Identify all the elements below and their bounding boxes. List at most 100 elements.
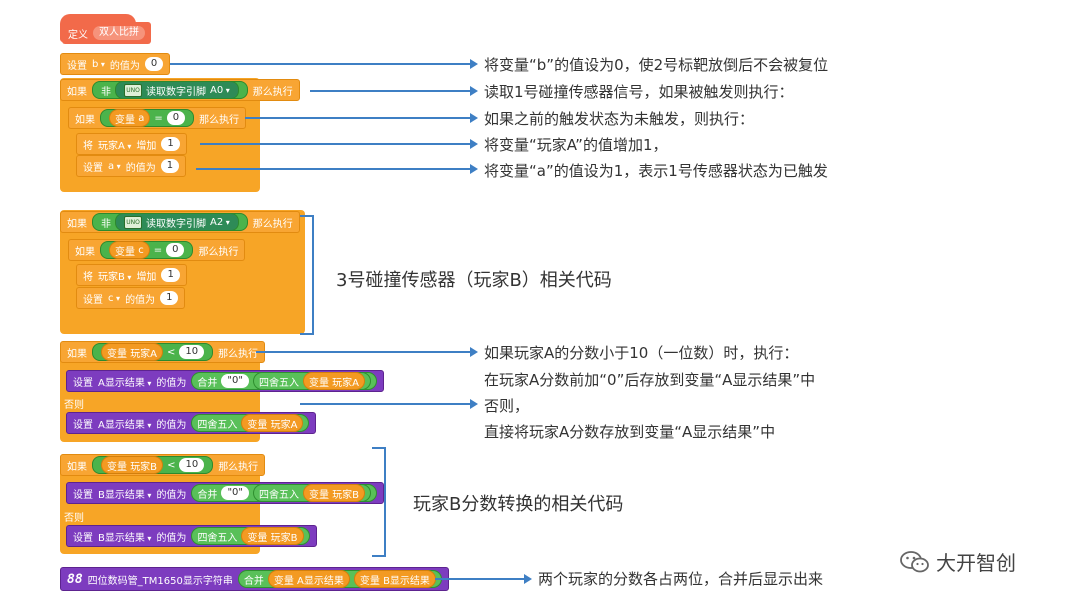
value-field[interactable]: 0 (166, 111, 186, 125)
set-disp-a1-block[interactable]: 设置 A显示结果 的值为 合并 "0" 四舍五入 变量 玩家A (66, 370, 384, 392)
brand-name: 大开智创 (936, 551, 1016, 575)
if3-block[interactable]: 如果 变量 玩家A < 10 那么执行 (60, 341, 266, 363)
not-label: 非 (101, 218, 111, 230)
compare-block[interactable]: 变量 c = 0 (100, 241, 194, 259)
display-block[interactable]: 88 四位数码管_TM1650显示字符串 合并 变量 A显示结果 变量 B显示结… (60, 567, 449, 591)
uno-board-icon: UNO (124, 83, 142, 97)
var-name: a (138, 112, 145, 124)
brand-logo: 大开智创 (900, 547, 1016, 576)
increase-label: 增加 (136, 271, 157, 283)
set-keyword: 设置 (83, 162, 103, 174)
pin-dropdown[interactable]: A0 (210, 85, 230, 96)
annotation-9: 否则， (484, 397, 530, 415)
var-dropdown[interactable]: a (108, 161, 121, 172)
if-keyword: 如果 (67, 461, 87, 473)
value-field[interactable]: 1 (161, 137, 180, 151)
merge-block[interactable]: 合并 变量 A显示结果 变量 B显示结果 (237, 570, 442, 588)
round-block[interactable]: 四舍五入 变量 玩家B (191, 527, 310, 545)
bracket-sensor-b (300, 215, 314, 335)
var-dropdown[interactable]: c (108, 293, 120, 304)
define-block[interactable]: 定义 双人比拼 (62, 22, 151, 44)
if1-block[interactable]: 如果 非 UNO 读取数字引脚 A0 那么执行 (60, 79, 300, 101)
set-disp-a2-block[interactable]: 设置 A显示结果 的值为 四舍五入 变量 玩家A (66, 412, 317, 434)
value-field[interactable]: 1 (160, 291, 179, 305)
arrow-5 (196, 164, 478, 174)
round-block[interactable]: 四舍五入 变量 玩家A (191, 414, 310, 432)
round-block[interactable]: 四舍五入 变量 玩家A (252, 372, 371, 390)
var-dropdown[interactable]: A显示结果 (98, 416, 151, 431)
round-label: 四舍五入 (197, 419, 238, 431)
arrow-1 (170, 59, 478, 69)
function-name[interactable]: 双人比拼 (93, 26, 145, 40)
var-pill[interactable]: 变量 玩家A (302, 372, 365, 390)
not-block[interactable]: 非 UNO 读取数字引脚 A2 (92, 213, 248, 231)
set-b-block[interactable]: 设置 b 的值为 0 (60, 53, 171, 75)
value-field[interactable]: 0 (166, 243, 185, 257)
var-pill[interactable]: 变量 玩家B (241, 527, 304, 545)
then-label: 那么执行 (199, 114, 240, 126)
var-c-pill[interactable]: 变量 c (109, 241, 150, 259)
var-dropdown[interactable]: A显示结果 (98, 374, 151, 389)
var-player-a-pill[interactable]: 变量 玩家A (101, 343, 164, 361)
value-label: 的值为 (125, 294, 156, 306)
set-a-block[interactable]: 设置 a 的值为 1 (76, 155, 187, 177)
var-pill[interactable]: 变量 玩家A (241, 414, 304, 432)
var-dropdown[interactable]: 玩家A (98, 137, 131, 152)
var-player-b-pill[interactable]: 变量 玩家B (101, 456, 164, 474)
var-keyword: 变量 (308, 377, 329, 389)
value-field[interactable]: 10 (179, 458, 205, 472)
merge-block[interactable]: 合并 "0" 四舍五入 变量 玩家B (191, 484, 378, 502)
set-c-block[interactable]: 设置 c 的值为 1 (76, 287, 186, 309)
round-block[interactable]: 四舍五入 变量 玩家B (253, 484, 372, 502)
if4-block[interactable]: 如果 变量 玩家B < 10 那么执行 (60, 454, 266, 476)
var-pill[interactable]: 变量 玩家B (303, 484, 366, 502)
then-label: 那么执行 (218, 348, 259, 360)
var-pill-a[interactable]: 变量 A显示结果 (267, 570, 350, 588)
var-dropdown[interactable]: 玩家B (98, 268, 131, 283)
string-field[interactable]: "0" (221, 486, 249, 500)
var-a-pill[interactable]: 变量 a (109, 109, 151, 127)
if-keyword: 如果 (67, 218, 87, 230)
value-field[interactable]: 10 (179, 345, 205, 359)
value-field[interactable]: 1 (161, 268, 180, 282)
if2-inner-block[interactable]: 如果 变量 c = 0 那么执行 (68, 239, 246, 261)
then-label: 那么执行 (218, 461, 259, 473)
annotation-12: 两个玩家的分数各占两位，合并后显示出来 (538, 570, 824, 588)
var-dropdown[interactable]: b (92, 59, 105, 70)
var-pill-b[interactable]: 变量 B显示结果 (353, 570, 436, 588)
inc-a-block[interactable]: 将 玩家A 增加 1 (76, 133, 187, 155)
if-keyword: 如果 (67, 348, 87, 360)
pin-dropdown[interactable]: A2 (210, 217, 230, 228)
annotation-8: 在玩家A分数前加“0”后存放到变量“A显示结果”中 (484, 371, 816, 389)
var-name: 玩家B (270, 532, 298, 544)
merge-block[interactable]: 合并 "0" 四舍五入 变量 玩家A (191, 372, 377, 390)
change-keyword: 将 (83, 140, 93, 152)
value-label: 的值为 (156, 377, 187, 389)
set-disp-b2-block[interactable]: 设置 B显示结果 的值为 四舍五入 变量 玩家B (66, 525, 317, 547)
set-disp-b1-block[interactable]: 设置 B显示结果 的值为 合并 "0" 四舍五入 变量 玩家B (66, 482, 385, 504)
read-pin-block[interactable]: UNO 读取数字引脚 A2 (115, 213, 239, 231)
read-pin-block[interactable]: UNO 读取数字引脚 A0 (115, 81, 239, 99)
inc-b-block[interactable]: 将 玩家B 增加 1 (76, 264, 187, 286)
compare-block[interactable]: 变量 玩家B < 10 (92, 456, 214, 474)
compare-block[interactable]: 变量 玩家A < 10 (92, 343, 214, 361)
if2-block[interactable]: 如果 非 UNO 读取数字引脚 A2 那么执行 (60, 211, 300, 233)
value-field[interactable]: 0 (144, 57, 164, 71)
annotation-6: 3号碰撞传感器（玩家B）相关代码 (336, 270, 612, 291)
string-field[interactable]: "0" (221, 374, 249, 388)
uno-board-icon: UNO (124, 215, 142, 229)
not-block[interactable]: 非 UNO 读取数字引脚 A0 (92, 81, 248, 99)
var-dropdown[interactable]: B显示结果 (98, 529, 151, 544)
var-keyword: 变量 (273, 575, 294, 587)
not-label: 非 (101, 86, 111, 98)
var-name: 玩家A (332, 377, 359, 389)
set-keyword: 设置 (73, 377, 93, 389)
var-name: B显示结果 (383, 575, 430, 587)
operator: < (167, 459, 176, 471)
var-dropdown[interactable]: B显示结果 (98, 486, 151, 501)
if1-inner-block[interactable]: 如果 变量 a = 0 那么执行 (68, 107, 247, 129)
compare-block[interactable]: 变量 a = 0 (100, 109, 195, 127)
set-keyword: 设置 (83, 294, 103, 306)
set-keyword: 设置 (73, 419, 93, 431)
value-field[interactable]: 1 (160, 159, 180, 173)
